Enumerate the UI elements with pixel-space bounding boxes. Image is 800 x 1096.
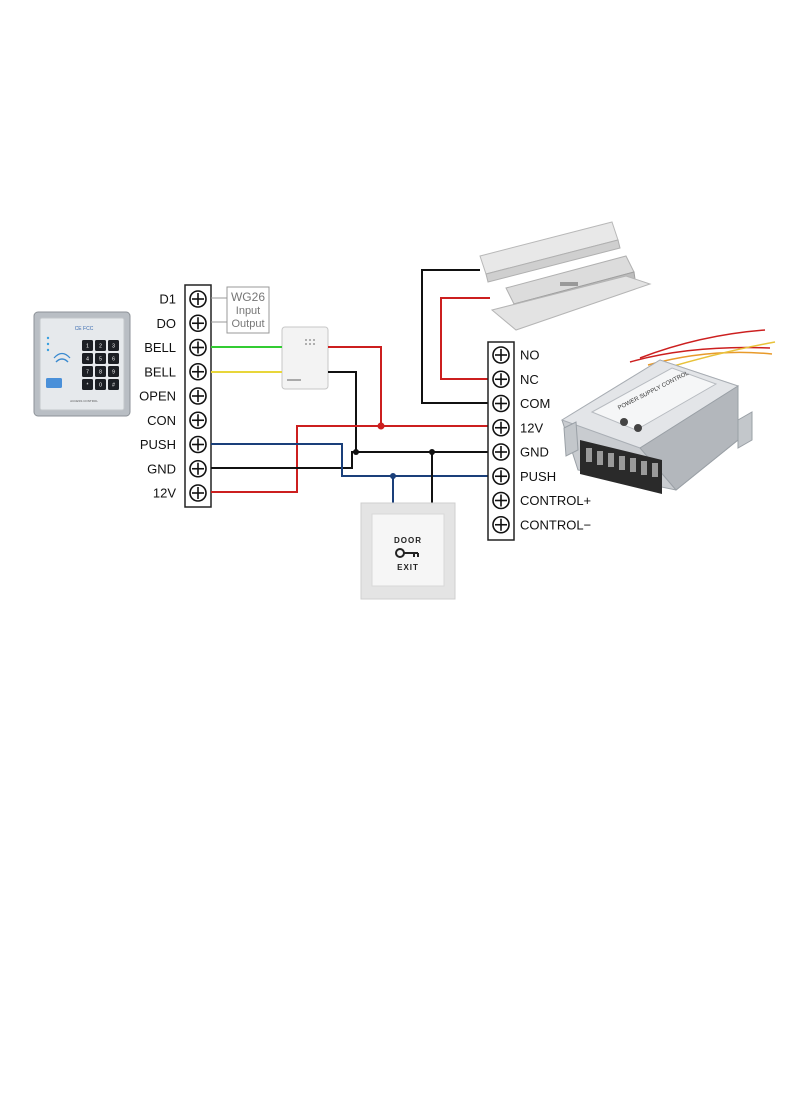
right-terminal-label-5: PUSH	[520, 469, 556, 484]
right-terminal-label-3: 12V	[520, 420, 543, 435]
keypad-keys: 1 2 3 4 5 6 7 8 9 * 0 #	[82, 340, 119, 390]
keypad-key: 0	[95, 379, 106, 390]
right-terminal-1: NC	[492, 370, 539, 389]
right-terminal-label-1: NC	[520, 372, 539, 387]
svg-text:8: 8	[99, 370, 102, 376]
left-terminal-label-3: BELL	[144, 364, 176, 379]
left-terminal-4: OPEN	[139, 387, 207, 405]
left-terminal-label-0: D1	[159, 292, 176, 307]
right-terminal-7: CONTROL−	[492, 515, 591, 534]
blue-wire-push	[211, 443, 488, 477]
keypad-key: *	[82, 379, 93, 390]
wg26-input-label: Input	[236, 305, 260, 317]
left-terminal-label-6: PUSH	[140, 437, 176, 452]
key-icon	[395, 548, 419, 558]
svg-text:7: 7	[86, 370, 89, 376]
keypad-key: 4	[82, 353, 93, 364]
rfid-icon	[53, 352, 71, 363]
doorbell-unit	[281, 326, 329, 390]
keypad-key: #	[108, 379, 119, 390]
power-supply-controller: POWER SUPPLY CONTROL	[560, 329, 776, 494]
left-terminal-label-5: CON	[147, 413, 176, 428]
right-terminal-label-6: CONTROL+	[520, 493, 591, 508]
red-wire-doorbell	[328, 346, 382, 426]
left-terminal-6: PUSH	[140, 435, 207, 454]
left-terminal-label-1: DO	[157, 316, 177, 331]
electric-lock	[479, 221, 652, 331]
right-terminal-3: 12V	[492, 418, 543, 437]
keypad-key: 9	[108, 366, 119, 377]
left-terminal-label-2: BELL	[144, 340, 176, 355]
keypad-key: 3	[108, 340, 119, 351]
right-terminal-label-4: GND	[520, 445, 549, 460]
left-terminal-label-8: 12V	[153, 486, 176, 501]
svg-text:4: 4	[86, 357, 89, 363]
svg-text:*: *	[87, 383, 89, 389]
wg26-title: WG26	[231, 290, 265, 304]
right-terminal-label-0: NO	[520, 348, 540, 363]
left-terminal-label-4: OPEN	[139, 389, 176, 404]
right-terminal-label-7: CONTROL−	[520, 517, 591, 532]
left-terminal-5: CON	[147, 411, 207, 430]
wg26-box: WG26 Input Output	[211, 286, 270, 334]
black-wire-lock	[421, 269, 488, 404]
svg-text:#: #	[112, 383, 115, 389]
right-terminal-block: NO NC COM 12V GND PUSH CONTROL+ CONTROL−	[487, 341, 591, 541]
wg26-output-label: Output	[231, 318, 264, 330]
door-exit-button: DOOR EXIT	[360, 502, 456, 600]
left-terminal-1: DO	[157, 314, 207, 333]
left-terminal-2: BELL	[144, 338, 207, 357]
keypad-key: 5	[95, 353, 106, 364]
keypad-key: 2	[95, 340, 106, 351]
right-terminal-4: GND	[492, 443, 549, 461]
svg-text:1: 1	[86, 344, 89, 350]
right-terminal-0: NO	[492, 346, 540, 364]
access-control-keypad: CE FCC 1 2 3 4 5 6 7 8 9 * 0 # ACCESS CONTROL	[33, 311, 131, 417]
right-terminal-label-2: COM	[520, 396, 550, 411]
keypad-key: 6	[108, 353, 119, 364]
left-terminal-3: BELL	[144, 362, 207, 381]
red-wire-12v	[211, 425, 488, 493]
black-wire-gnd	[211, 451, 488, 469]
left-terminal-label-7: GND	[147, 461, 176, 476]
left-terminal-7: GND	[147, 459, 207, 478]
card-icon	[46, 378, 62, 388]
svg-text:2: 2	[99, 344, 102, 350]
svg-text:0: 0	[99, 383, 102, 389]
wires	[211, 269, 490, 508]
svg-text:9: 9	[112, 370, 115, 376]
left-terminal-8: 12V	[153, 484, 207, 502]
left-terminal-0: D1	[159, 290, 207, 308]
keypad-key: 7	[82, 366, 93, 377]
right-terminal-6: CONTROL+	[492, 491, 591, 510]
keypad-key: 1	[82, 340, 93, 351]
svg-text:6: 6	[112, 357, 115, 363]
svg-text:3: 3	[112, 344, 115, 350]
keypad-key: 8	[95, 366, 106, 377]
keypad-footer: ACCESS CONTROL	[70, 399, 98, 403]
svg-text:5: 5	[99, 357, 102, 363]
right-terminal-5: PUSH	[492, 467, 556, 486]
exit-button-line1: DOOR	[394, 536, 422, 545]
right-terminal-2: COM	[492, 394, 550, 413]
red-wire-lock	[440, 297, 490, 380]
black-wire-doorbell	[328, 371, 357, 452]
exit-button-line2: EXIT	[397, 563, 419, 572]
keypad-brand: CE FCC	[75, 326, 94, 332]
